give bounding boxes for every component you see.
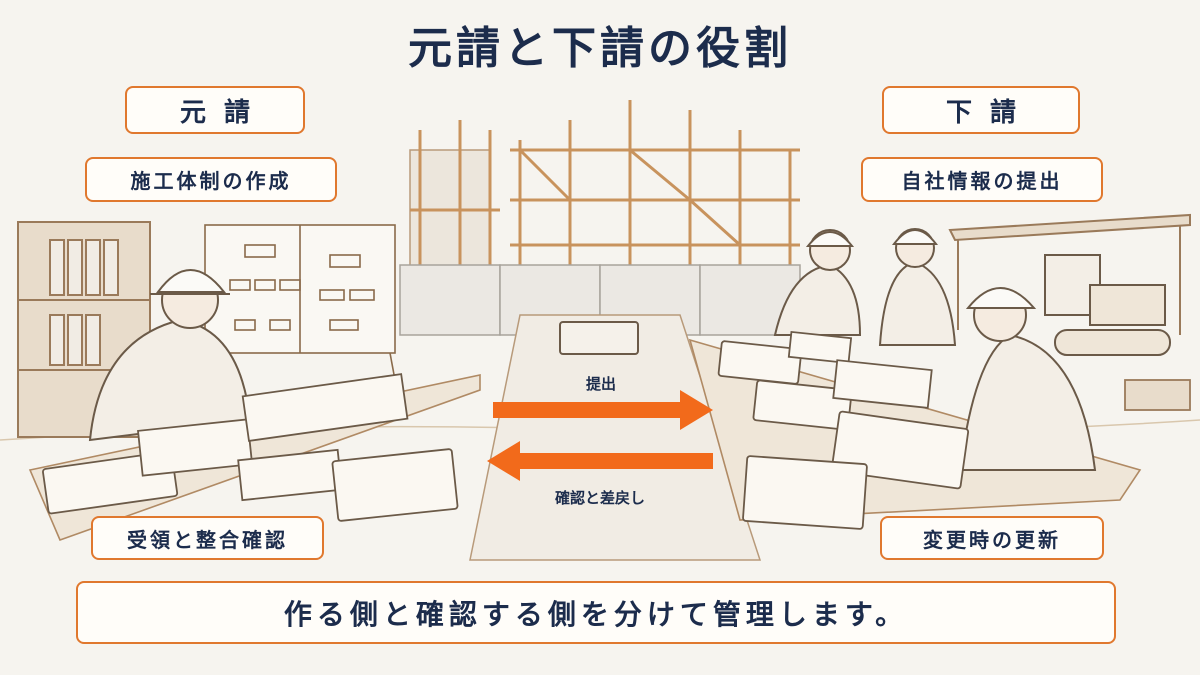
right-workers-sketch [773, 228, 1097, 471]
subcontractor-duty-top: 自社情報の提出 [861, 157, 1103, 202]
return-arrow [487, 441, 713, 481]
left-documents-sketch [42, 373, 459, 522]
contractor-duty-bottom: 受領と整合確認 [91, 516, 324, 560]
summary-banner: 作る側と確認する側を分けて管理します。 [76, 581, 1116, 644]
submit-label: 提出 [585, 375, 616, 393]
submit-arrow [493, 390, 713, 430]
org-chart-board-sketch [204, 224, 396, 381]
return-label: 確認と差戻し [554, 489, 645, 507]
subcontractor-role-label: 下請 [882, 86, 1080, 134]
excavator-shed-sketch [948, 213, 1191, 356]
center-table-sketch [469, 314, 762, 561]
right-documents-sketch [717, 330, 1191, 530]
bookshelf-sketch [17, 221, 151, 438]
left-worker-sketch [88, 269, 252, 442]
contractor-role-label: 元請 [125, 86, 305, 134]
subcontractor-duty-bottom: 変更時の更新 [880, 516, 1104, 560]
page-title: 元請と下請の役割 [408, 23, 792, 74]
center-binder-sketch [559, 321, 639, 355]
contractor-duty-top: 施工体制の作成 [85, 157, 337, 202]
